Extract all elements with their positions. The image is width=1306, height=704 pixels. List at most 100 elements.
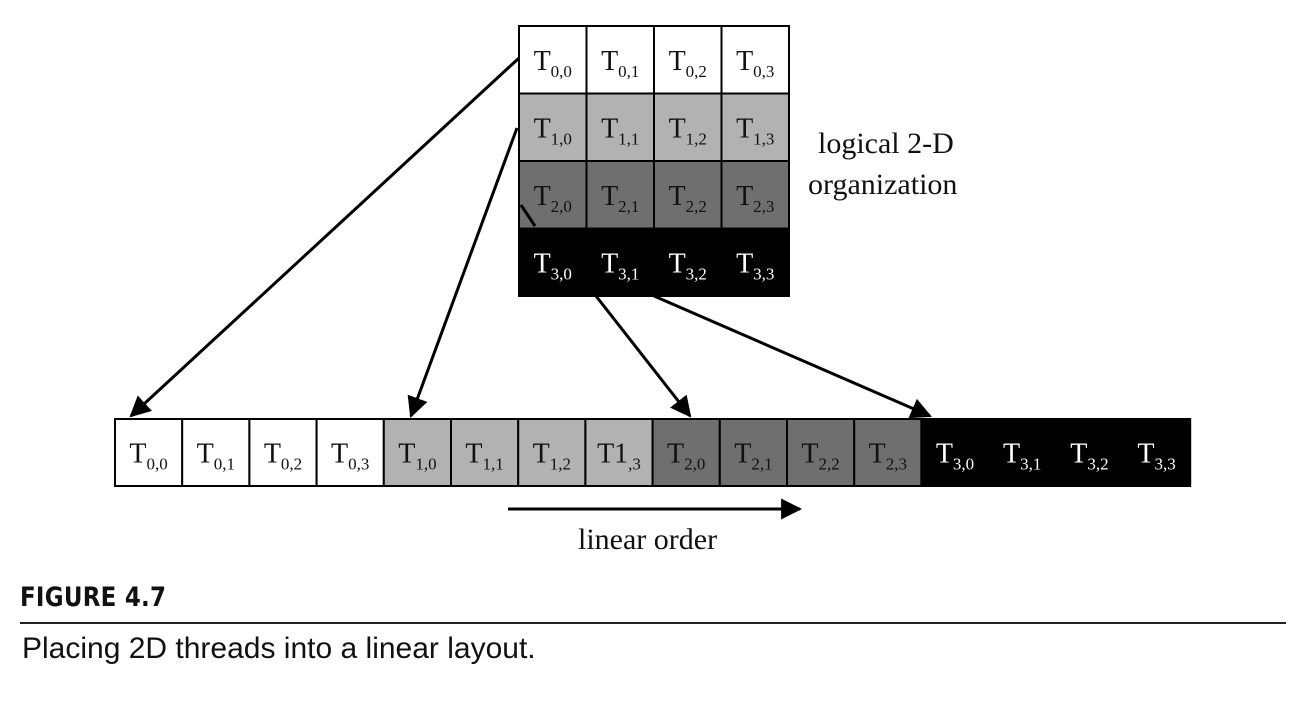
grid-cell-0-3-label: T0,3 [736,46,774,81]
linear-cell-12-base: T [936,439,953,470]
linear-cell-2-label: T0,2 [264,439,302,474]
grid-cell-1-3: T1,3 [720,92,790,162]
grid-cell-1-0-box [518,92,588,162]
linear-cell-5-subscript: 1,1 [483,455,504,474]
linear-cell-10-base: T [801,439,818,470]
linear-cell-1-box [181,418,251,487]
linear-cell-12: T3,0 [920,418,990,487]
grid-cell-2-1-box [585,160,655,230]
mapping-arrows [129,56,932,419]
grid-cell-2-2-label: T2,2 [669,181,707,216]
linear-cell-3: T0,3 [315,418,385,487]
grid-cell-0-0-base: T [534,46,551,77]
linear-cell-9-subscript: 2,1 [751,455,772,474]
grid-cell-3-3-box [720,227,790,297]
grid-cell-2-1: T2,1 [585,160,655,230]
linear-cell-12-box [920,418,990,487]
grid-cell-2-3-label: T2,3 [736,181,774,216]
grid-cell-2-2-box [653,160,723,230]
caption-divider [20,622,1286,624]
grid-cell-0-2-label: T0,2 [669,46,707,81]
linear-cell-15-subscript: 3,3 [1155,455,1176,474]
grid-cell-0-3: T0,3 [720,25,790,95]
grid-cell-2-3-subscript: 2,3 [753,197,774,216]
grid-cell-2-2: T2,2 [653,160,723,230]
linear-cell-0-label: T0,0 [129,439,167,474]
grid-label-line-1: logical 2-D [818,127,954,160]
figure-caption: Placing 2D threads into a linear layout. [22,632,536,665]
linear-cell-4-box [382,418,452,487]
grid-cell-2-0-base: T [534,181,551,212]
grid-label-line-2: organization [808,168,957,201]
grid-cell-2-1-subscript: 2,1 [618,197,639,216]
linear-cell-9-label: T2,1 [734,439,772,474]
linear-cell-13-box [987,418,1057,487]
grid-cell-2-3: T2,3 [720,160,790,230]
grid-cell-0-2: T0,2 [653,25,723,95]
linear-cell-0: T0,0 [114,418,184,487]
grid-cell-3-0-base: T [534,248,551,279]
linear-cell-7: T1,3 [584,418,654,487]
grid-cell-3-1-box [585,227,655,297]
grid-cell-0-1-subscript: 0,1 [618,62,639,81]
linear-cell-7-base: T1 [597,439,628,470]
linear-cell-7-label: T1,3 [597,439,641,474]
mapping-arrow-4 [653,294,932,419]
linear-cell-8: T2,0 [651,418,721,487]
grid-cell-0-3-base: T [736,46,753,77]
linear-order-label: linear order [578,523,717,556]
grid-cell-1-0-base: T [534,113,551,144]
figure-title: FIGURE 4.7 [20,582,167,613]
linear-cell-5-label: T1,1 [465,439,503,474]
linear-cell-2-box [248,418,318,487]
linear-cell-7-box [584,418,654,487]
grid-cell-0-1-label: T0,1 [601,46,639,81]
linear-cell-1-label: T0,1 [197,439,235,474]
grid-cell-0-2-base: T [669,46,686,77]
grid-cell-1-3-base: T [736,113,753,144]
linear-cell-13-subscript: 3,1 [1020,455,1041,474]
grid-cell-3-0-box [518,227,588,297]
linear-cell-8-box [651,418,721,487]
grid-cell-3-0-subscript: 3,0 [551,264,572,283]
linear-cell-10-subscript: 2,2 [819,455,840,474]
linear-cell-11-base: T [869,439,886,470]
grid-cell-1-1-base: T [601,113,618,144]
linear-cell-0-subscript: 0,0 [147,455,168,474]
grid-cell-1-1-label: T1,1 [601,113,639,148]
grid-cell-2-1-label: T2,1 [601,181,639,216]
linear-cell-14-base: T [1070,439,1087,470]
mapping-arrow-1 [407,127,519,418]
linear-cell-5-box [450,418,520,487]
linear-cell-0-box [114,418,184,487]
linear-cell-15-base: T [1137,439,1154,470]
grid-cell-1-0-subscript: 1,0 [551,129,572,148]
grid-cell-3-1: T3,1 [585,227,655,297]
grid-cell-1-2-label: T1,2 [669,113,707,148]
linear-cell-3-subscript: 0,3 [348,455,369,474]
linear-cell-1-subscript: 0,1 [214,455,235,474]
linear-cell-4-base: T [398,439,415,470]
linear-cell-8-base: T [667,439,684,470]
linear-cell-6: T1,2 [517,418,587,487]
grid-cell-0-3-subscript: 0,3 [753,62,774,81]
grid-cell-2-1-base: T [601,181,618,212]
grid-cell-3-2-subscript: 3,2 [686,264,707,283]
linear-cell-6-subscript: 1,2 [550,455,571,474]
grid-cell-1-1-subscript: 1,1 [618,129,639,148]
linear-cell-3-label: T0,3 [331,439,369,474]
grid-cell-2-3-base: T [736,181,753,212]
linear-cell-11-subscript: 2,3 [886,455,907,474]
linear-cell-5: T1,1 [450,418,520,487]
linear-cell-14: T3,2 [1054,418,1125,487]
linear-cell-15: T3,3 [1122,418,1192,487]
grid-cell-2-2-base: T [669,181,686,212]
grid-cell-1-2: T1,2 [653,92,723,162]
grid-cell-3-2-label: T3,2 [669,248,707,283]
grid-cell-2-3-box [720,160,790,230]
grid-cell-3-1-subscript: 3,1 [618,264,639,283]
grid-cell-3-3: T3,3 [720,227,790,297]
